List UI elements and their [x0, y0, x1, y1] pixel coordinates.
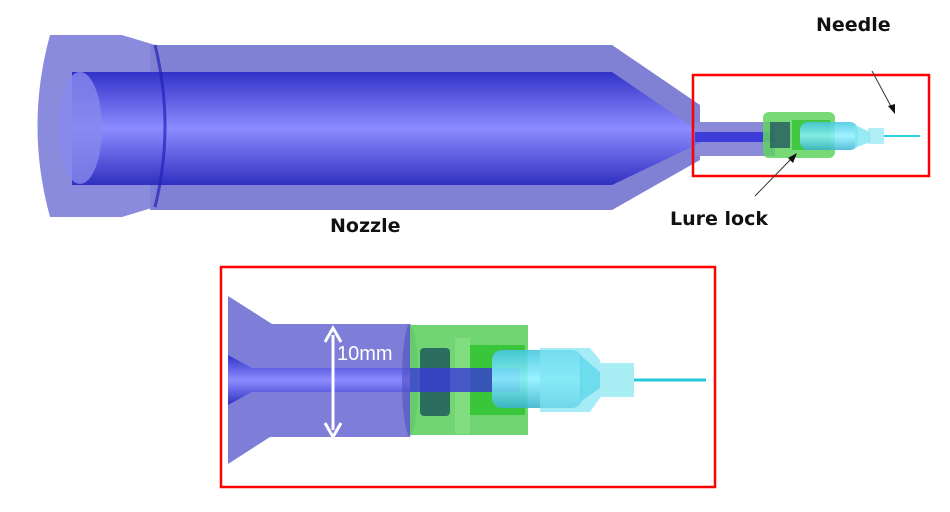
lure-lock-label: Lure lock [670, 208, 768, 230]
nozzle-label: Nozzle [330, 215, 401, 237]
highlight-box-top [691, 73, 931, 178]
highlight-box-detail [219, 265, 717, 489]
nozzle-full-view [37, 35, 775, 217]
needle-small [800, 122, 920, 150]
leader-needle [871, 70, 895, 114]
needle-label: Needle [816, 14, 891, 36]
needle-hub-detail [492, 348, 706, 412]
nozzle-detail [228, 296, 418, 464]
leader-lure-lock [754, 153, 797, 197]
dimension-arrow [323, 324, 343, 441]
dimension-label: 10mm [337, 343, 393, 365]
